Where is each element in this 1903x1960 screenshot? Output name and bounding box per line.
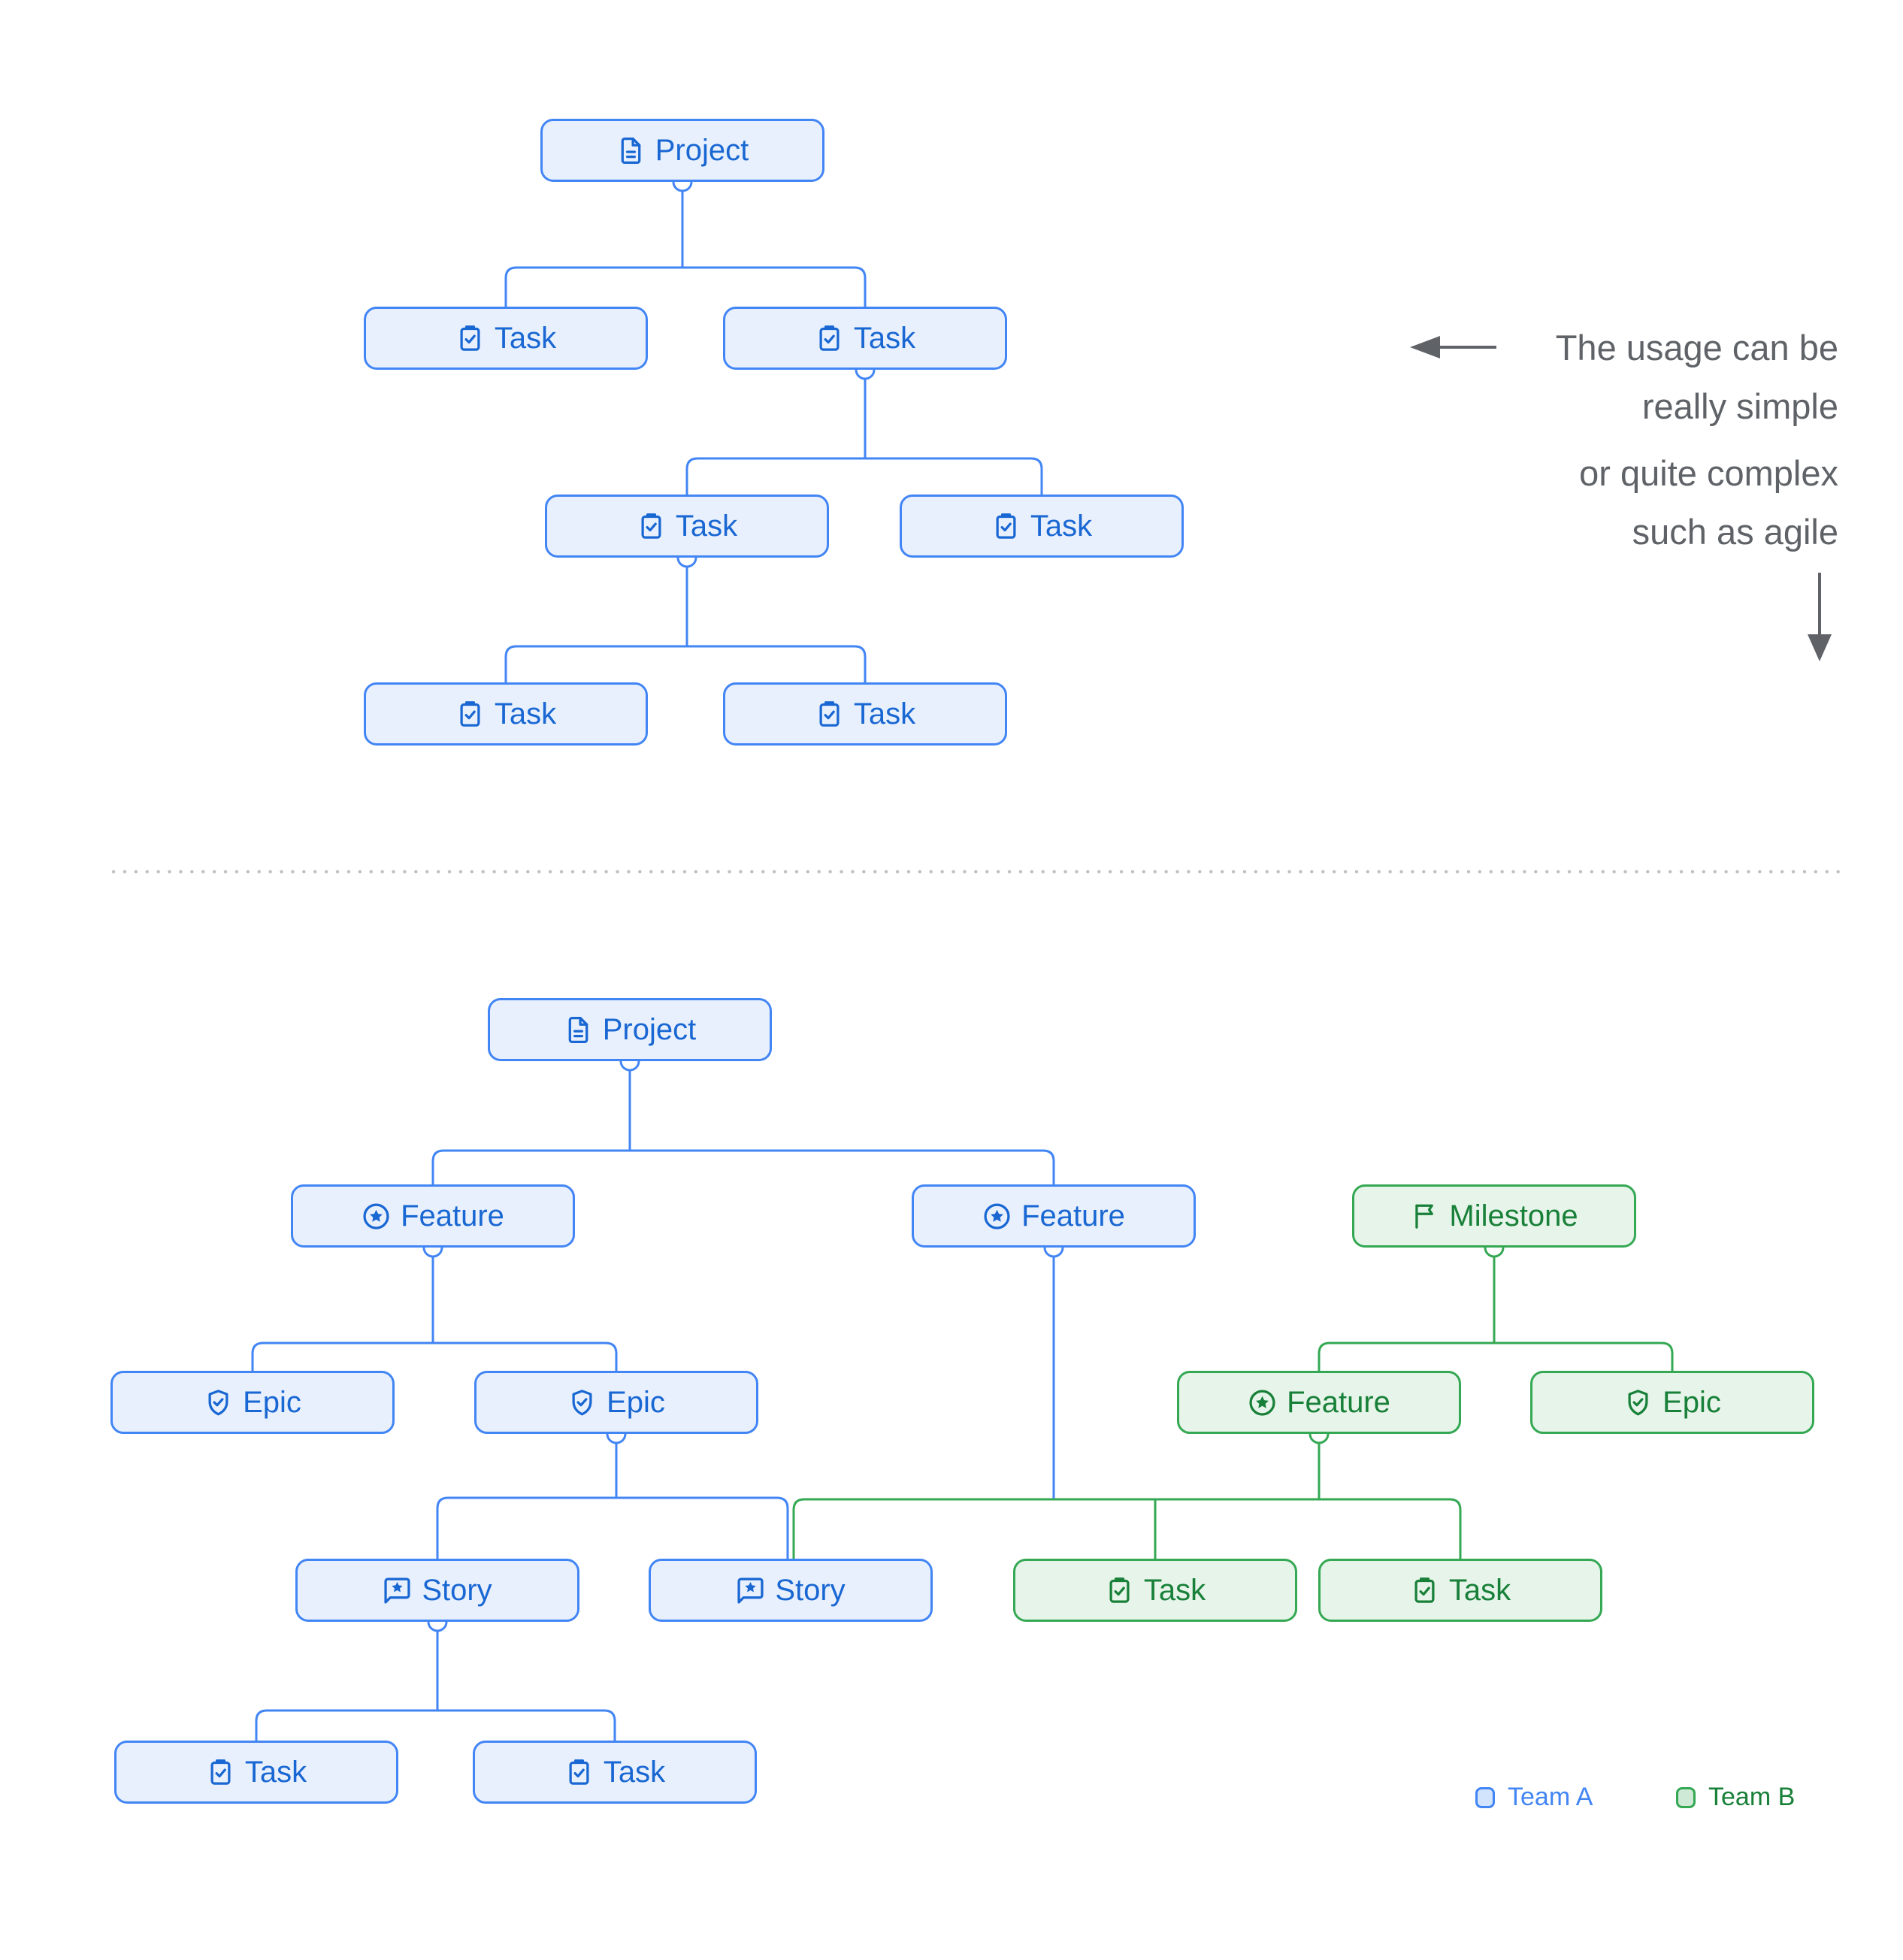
node-epic-b[interactable]: Epic [474,1371,758,1434]
clipboard-check-icon [815,324,844,353]
legend-label: Team A [1508,1783,1593,1811]
left-arrow-icon [1410,336,1496,358]
shield-check-icon [567,1388,597,1417]
connector-featurea-epics [251,1248,618,1371]
node-label: Task [1143,1573,1206,1607]
node-label: Task [853,321,916,355]
node-project-simple[interactable]: Project [540,119,824,182]
clipboard-check-icon [637,512,666,541]
node-task-a-complex[interactable]: Task [114,1741,398,1804]
node-task-c-simple[interactable]: Task [545,495,829,558]
story-bubble-star-icon [383,1576,412,1605]
clipboard-check-icon [1410,1576,1439,1605]
clipboard-check-icon [991,512,1021,541]
annotation-line: such as agile [1632,512,1838,552]
flag-icon [1410,1202,1439,1231]
node-label: Project [602,1012,697,1046]
node-label: Task [494,697,557,730]
connector-project-features [431,1061,1055,1184]
node-task-d-simple[interactable]: Task [900,495,1184,558]
connector-epicb-stories [436,1434,789,1559]
connector-taskc-children [504,558,867,682]
connector-milestone-children [1318,1248,1674,1371]
node-task-e-simple[interactable]: Task [364,682,648,746]
annotation-line: The usage can be [1555,328,1838,368]
node-feature-a[interactable]: Feature [291,1184,575,1248]
connector-taskb-children [685,370,1043,495]
star-circle-icon [982,1202,1012,1231]
shield-check-icon [204,1388,233,1417]
node-label: Task [603,1755,666,1789]
node-label: Epic [607,1385,665,1419]
node-task-b-simple[interactable]: Task [723,307,1007,370]
down-arrow-icon [1808,573,1832,661]
node-label: Milestone [1449,1199,1578,1233]
star-circle-icon [362,1202,391,1231]
document-icon [564,1015,593,1045]
annotation-line: or quite complex [1579,453,1838,493]
legend-team-a: Team A [1475,1783,1593,1812]
clipboard-check-icon [1105,1576,1134,1605]
clipboard-check-icon [455,324,485,353]
node-label: Story [775,1573,846,1607]
node-feature-b[interactable]: Feature [912,1184,1196,1248]
team-a-swatch-icon [1475,1786,1495,1808]
legend-team-b: Team B [1676,1783,1795,1812]
star-circle-icon [1248,1388,1277,1417]
node-label: Task [244,1755,307,1789]
node-label: Feature [1021,1199,1125,1233]
clipboard-check-icon [455,700,485,729]
clipboard-check-icon [564,1758,594,1787]
shield-check-icon [1623,1388,1653,1417]
legend-label: Team B [1708,1783,1796,1811]
node-label: Task [1448,1573,1511,1607]
connector-project-tasks [504,182,867,307]
node-milestone[interactable]: Milestone [1352,1184,1636,1248]
node-project-complex[interactable]: Project [488,998,772,1061]
node-label: Story [422,1573,492,1607]
clipboard-check-icon [815,700,844,729]
node-story-b[interactable]: Story [649,1559,933,1622]
node-label: Epic [1662,1385,1721,1419]
node-task-a-simple[interactable]: Task [364,307,648,370]
node-label: Task [494,321,557,355]
annotation-line: really simple [1641,386,1838,426]
connector-green-bracket [792,1498,1462,1559]
node-label: Task [675,509,738,543]
node-task-b-complex[interactable]: Task [473,1741,757,1804]
node-team-b-epic[interactable]: Epic [1530,1371,1814,1434]
node-task-f-simple[interactable]: Task [723,682,1007,746]
node-label: Task [853,697,916,730]
annotation-complex: or quite complex such as agile [1579,444,1838,561]
node-story-a[interactable]: Story [295,1559,579,1622]
node-epic-a[interactable]: Epic [110,1371,395,1434]
node-label: Epic [243,1385,301,1419]
team-b-swatch-icon [1676,1786,1696,1808]
connector-storya-tasks [255,1622,616,1741]
node-label: Project [655,133,749,167]
clipboard-check-icon [206,1758,235,1787]
node-label: Task [1030,509,1093,543]
node-label: Feature [1287,1385,1390,1419]
document-icon [616,136,646,165]
node-label: Feature [401,1199,504,1233]
node-team-b-task-a[interactable]: Task [1013,1559,1297,1622]
node-team-b-task-b[interactable]: Task [1318,1559,1602,1622]
annotation-simple: The usage can be really simple [1556,319,1838,436]
story-bubble-star-icon [736,1576,765,1605]
node-team-b-feature[interactable]: Feature [1177,1371,1461,1434]
